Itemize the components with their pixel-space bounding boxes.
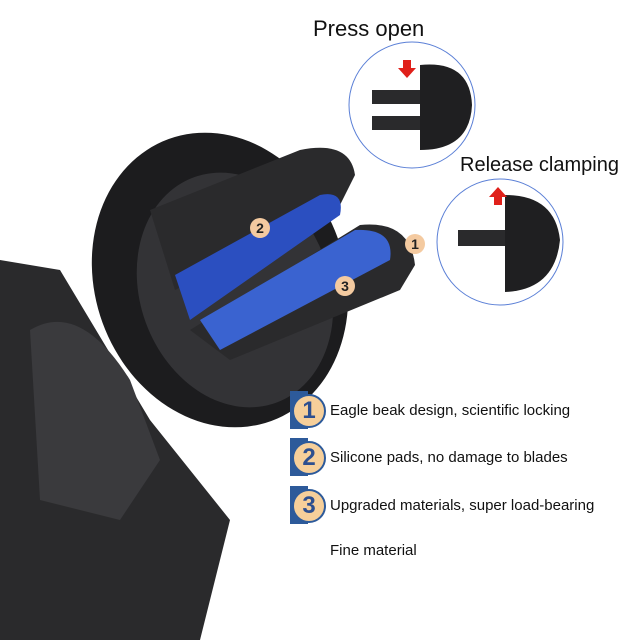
press-open-label: Press open: [313, 16, 425, 41]
feature-text: Upgraded materials, super load-bearing: [330, 496, 595, 514]
feature-number-badge: 3: [292, 489, 326, 523]
product-label-2: 2: [250, 218, 270, 238]
feature-item: 2 Silicone pads, no damage to blades: [290, 438, 568, 476]
feature-item: 3 Upgraded materials, super load-bearing: [290, 486, 594, 524]
upper-silicone-pad: [175, 194, 341, 320]
upper-clamp-arm: [150, 147, 355, 290]
lower-silicone-pad: [200, 229, 391, 350]
feature-item: 1 Eagle beak design, scientific locking: [290, 391, 570, 429]
arrow-up-icon: [489, 187, 507, 205]
release-clamping-label: Release clamping: [460, 154, 619, 176]
product-label-1: 1: [405, 234, 425, 254]
product-label-3: 3: [335, 276, 355, 296]
arrow-down-icon: [398, 60, 416, 78]
feature-number-badge: 2: [292, 441, 326, 475]
feature-number-badge: 1: [292, 394, 326, 428]
feature-text: Eagle beak design, scientific locking: [330, 401, 571, 419]
fine-material-label: Fine material: [330, 542, 417, 559]
feature-text: Silicone pads, no damage to blades: [330, 448, 568, 466]
ball-joint: [30, 321, 160, 520]
